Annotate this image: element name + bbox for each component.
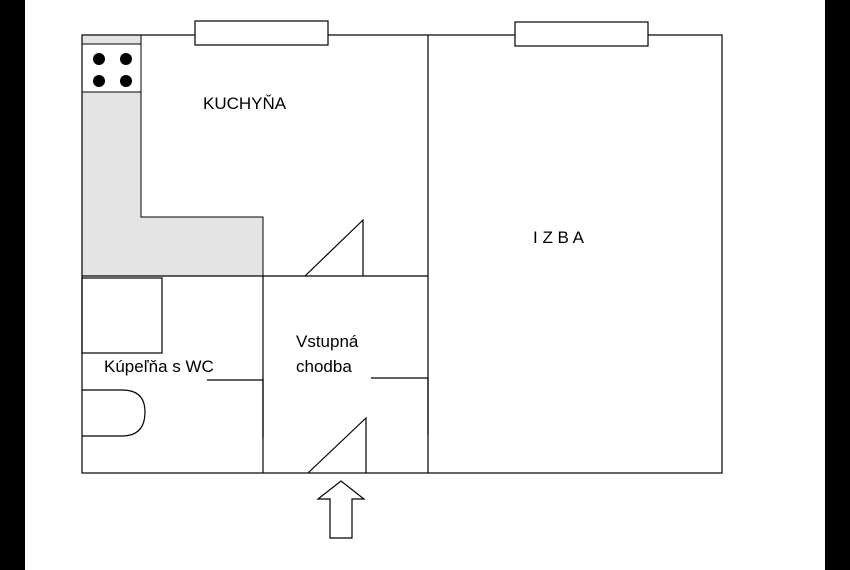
kitchen-label: KUCHYŇA bbox=[203, 94, 287, 113]
kitchen-counter bbox=[81, 34, 264, 277]
stove-burner bbox=[120, 53, 132, 65]
stove-icon bbox=[81, 43, 142, 93]
bathtub-icon bbox=[81, 277, 163, 354]
hall-label-line1: Vstupná bbox=[296, 332, 359, 351]
stove-burner bbox=[120, 75, 132, 87]
bathroom-label: Kúpeľňa s WC bbox=[104, 357, 214, 376]
window-kitchen bbox=[194, 20, 329, 46]
door-kitchen bbox=[304, 218, 364, 277]
floor-plan-canvas bbox=[25, 0, 825, 570]
door-room bbox=[371, 377, 429, 435]
window-room bbox=[514, 21, 649, 47]
doors bbox=[207, 218, 429, 474]
entrance-arrow-icon bbox=[316, 480, 366, 539]
stove-burner bbox=[93, 53, 105, 65]
hall-label-line2: chodba bbox=[296, 357, 352, 376]
toilet-icon bbox=[82, 389, 146, 437]
walls bbox=[81, 34, 723, 474]
door-bathroom bbox=[207, 379, 264, 437]
outer-wall bbox=[81, 34, 723, 474]
door-entrance bbox=[307, 416, 367, 474]
stove-burner bbox=[93, 75, 105, 87]
room-label: I Z B A bbox=[533, 228, 585, 247]
